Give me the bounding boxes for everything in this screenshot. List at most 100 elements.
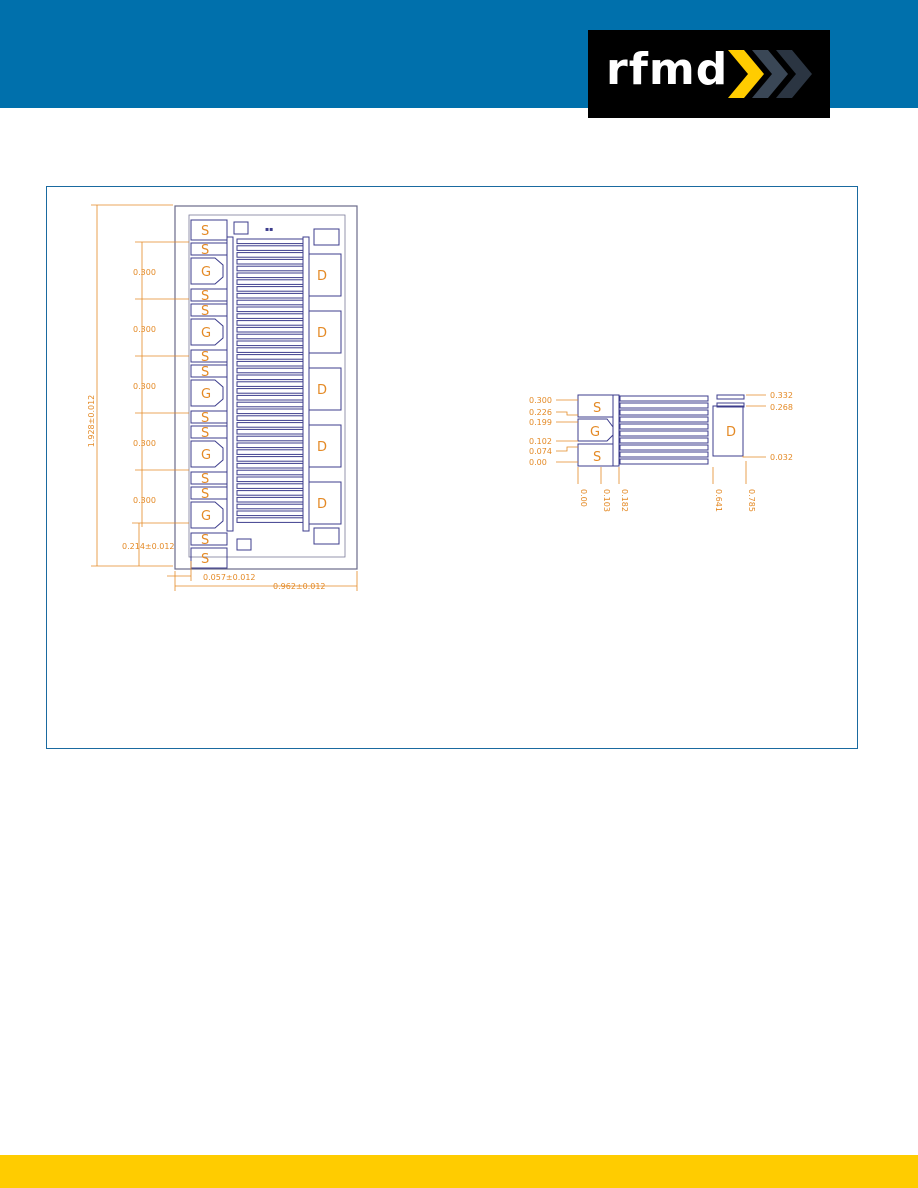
gate-finger [236,258,304,265]
cell-finger [619,402,709,409]
svg-text:G: G [201,326,211,341]
pad-d: D [308,367,342,411]
pad-g: G [190,257,224,285]
gate-finger [236,340,304,347]
cell-label-000: 0.00 [529,458,547,467]
pad-d: D [308,310,342,354]
cell-bottom-0103: 0.103 [602,489,611,512]
gate-finger [236,360,304,367]
gate-finger [236,313,304,319]
pad-s: S [190,471,228,487]
svg-text:S: S [201,472,209,487]
cell-finger [619,444,709,451]
pad-d: D [308,481,342,525]
cell-label-0226: 0.226 [529,408,552,417]
gate-finger [236,503,304,510]
cell-finger [619,395,709,402]
rfmd-logo: rfmd [588,30,830,118]
cell-pad-s-bottom: S [593,450,601,465]
height-dimension-label: 1.928±0.012 [87,395,96,448]
cell-finger [619,416,709,423]
gate-finger [236,408,304,415]
pad-s: S [190,349,228,365]
cell-pad-d: D [726,425,736,440]
gate-finger [236,401,304,408]
gate-finger [236,252,304,258]
svg-text:D: D [317,440,327,455]
svg-text:▪▪: ▪▪ [265,226,273,233]
svg-text:S: S [201,243,209,258]
bottom-offset-label: 0.214±0.012 [122,542,175,551]
gate-finger [236,456,304,462]
svg-text:S: S [201,289,209,304]
pad-s: S [190,288,228,304]
gate-finger [236,496,304,503]
svg-text:G: G [201,509,211,524]
svg-text:S: S [201,533,209,548]
gate-finger [236,265,304,272]
pad-s: S [190,242,228,258]
svg-text:S: S [201,411,209,426]
svg-text:S: S [201,304,209,319]
gate-finger [236,476,304,483]
pitch-label: 0.300 [133,439,156,448]
gate-finger [236,381,304,387]
svg-text:D: D [317,383,327,398]
cell-pad-s-top: S [593,401,601,416]
pad-s: S [190,303,228,319]
gate-finger [236,245,304,251]
gate-finger [236,422,304,428]
svg-text:D: D [317,269,327,284]
svg-text:S: S [201,224,209,239]
svg-text:S: S [201,487,209,502]
gate-finger [236,374,304,381]
gate-finger [236,347,304,353]
width-dimension-label: 0.962±0.012 [273,582,326,591]
svg-text:S: S [201,552,209,567]
gate-finger [236,394,304,401]
cell-finger [619,437,709,444]
gate-finger [236,326,304,333]
gate-finger [236,449,304,455]
cell-pad-g: G [590,425,600,440]
pad-g: G [190,379,224,407]
pad-g: G [190,501,224,529]
gate-finger [236,292,304,299]
gate-finger [236,435,304,442]
cell-finger [619,458,709,465]
svg-text:S: S [201,365,209,380]
gate-finger [236,510,304,517]
logo-text: rfmd [606,44,729,95]
gate-finger [236,462,304,469]
gate-finger [236,333,304,340]
cell-finger [619,409,709,416]
gate-finger [236,238,304,245]
cell-label-0102: 0.102 [529,437,552,446]
pitch-label: 0.300 [133,496,156,505]
svg-text:G: G [201,265,211,280]
chevron-arrows-icon [728,50,812,98]
cell-bottom-000: 0.00 [579,489,588,507]
gate-finger [236,469,304,476]
cell-finger [619,451,709,458]
pad-d: D [308,424,342,468]
gate-finger [236,279,304,285]
cell-bottom-0641: 0.641 [714,489,723,512]
cell-label-0199: 0.199 [529,418,552,427]
cell-label-0332: 0.332 [770,391,793,400]
unit-cell: S G S D 0.300 0.226 0.1 [529,391,793,512]
cell-finger [619,423,709,430]
svg-text:S: S [201,426,209,441]
gate-finger [236,299,304,306]
gate-fingers [226,236,310,532]
gate-finger [236,442,304,449]
gate-finger [236,388,304,394]
pitch-label: 0.300 [133,382,156,391]
svg-text:G: G [201,387,211,402]
pad-s: S [190,364,228,380]
pad-d: D [308,253,342,297]
pitch-label: 0.300 [133,325,156,334]
